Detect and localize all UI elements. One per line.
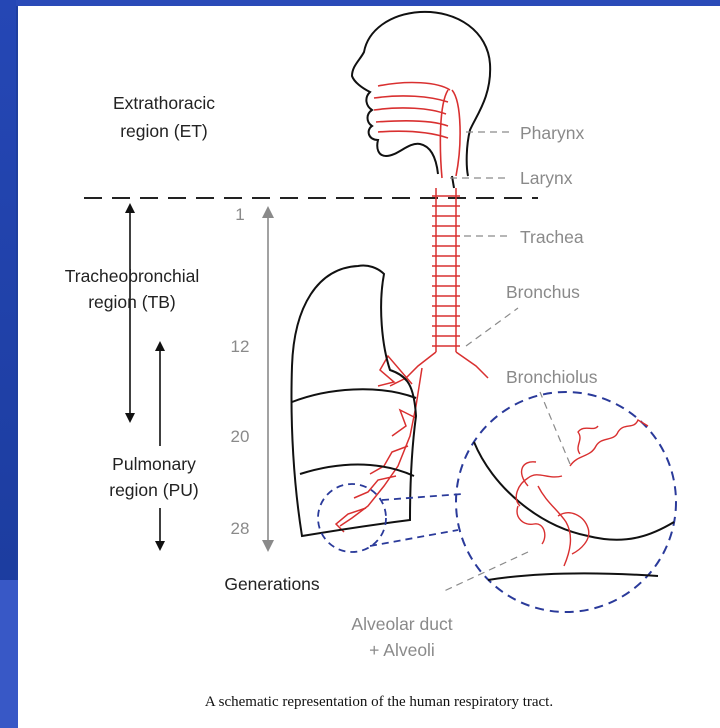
- tb-label-line1: Tracheobronchial: [65, 266, 200, 286]
- figure-caption: A schematic representation of the human …: [205, 694, 553, 710]
- bronchial-tree: [336, 352, 488, 532]
- pharynx-label: Pharynx: [520, 123, 584, 143]
- lung-fissure-2: [300, 465, 414, 477]
- pu-label-line2: region (PU): [109, 480, 198, 500]
- generation-number: 20: [231, 427, 250, 446]
- generation-number: 28: [231, 519, 250, 538]
- figure-panel: Extrathoracic region (ET) Tracheobronchi…: [18, 6, 720, 728]
- larynx-label: Larynx: [520, 168, 573, 188]
- zoom-bronchioles: [516, 420, 648, 566]
- trachea-label: Trachea: [520, 227, 584, 247]
- et-label-line1: Extrathoracic: [113, 93, 215, 113]
- tb-label-line2: region (TB): [88, 292, 176, 312]
- bronchus-label: Bronchus: [506, 282, 580, 302]
- generations-label: Generations: [224, 574, 320, 594]
- lung-fissure-1: [292, 389, 416, 402]
- head-outline: [352, 12, 490, 176]
- alveolar-label-line1: Alveolar duct: [351, 614, 452, 634]
- pu-label-line1: Pulmonary: [112, 454, 196, 474]
- generation-number: 1: [235, 205, 244, 224]
- bronchiolus-label: Bronchiolus: [506, 367, 598, 387]
- zoom-lung-edge: [474, 442, 674, 540]
- zoom-connector-top: [382, 494, 462, 500]
- nasal-cavity: [374, 83, 460, 178]
- respiratory-tract-diagram: Extrathoracic region (ET) Tracheobronchi…: [18, 6, 720, 728]
- alveolar-label-line2: + Alveoli: [369, 640, 435, 660]
- generation-number: 12: [231, 337, 250, 356]
- zoom-lung-edge-lower: [488, 573, 658, 580]
- et-label-line2: region (ET): [120, 121, 208, 141]
- trachea: [432, 188, 460, 352]
- slide-lower-left-band: [0, 580, 18, 728]
- lung-outline: [291, 265, 416, 536]
